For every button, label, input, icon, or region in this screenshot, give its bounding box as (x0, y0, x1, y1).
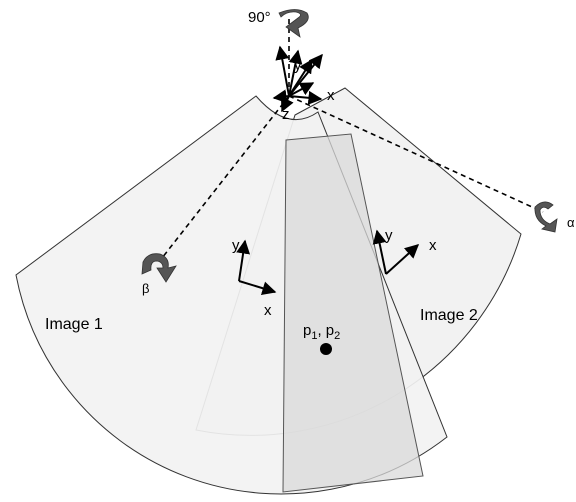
coordinate-frame-image2 (372, 229, 420, 275)
image2-label: Image 2 (420, 307, 478, 324)
dashed-axis-alpha (288, 95, 544, 213)
rotation-beta-icon (141, 253, 177, 283)
rotation-alpha-icon (534, 201, 558, 233)
coordinate-frame-top (272, 45, 323, 113)
beta-label: β (142, 281, 149, 296)
axis-x-label-image1: x (264, 302, 272, 319)
axis-y-label-top: y (294, 57, 302, 74)
point-label: p1, p2 (303, 322, 340, 342)
axis-y-label-image1: y (232, 237, 240, 254)
rotation-90-label: 90° (248, 9, 271, 26)
dashed-axis-beta (161, 95, 290, 259)
coordinate-frame-image1 (236, 239, 277, 296)
rotation-90-icon (278, 9, 309, 38)
image1-label: Image 1 (45, 316, 103, 333)
point-marker (320, 343, 332, 355)
alpha-label: α (567, 215, 575, 230)
axis-x-label-image2: x (429, 237, 437, 254)
axis-x-label-top: x (327, 87, 335, 104)
overlap-strip (282, 133, 424, 493)
axis-z-label-top: z (282, 106, 290, 123)
axis-y-label-image2: y (385, 227, 393, 244)
